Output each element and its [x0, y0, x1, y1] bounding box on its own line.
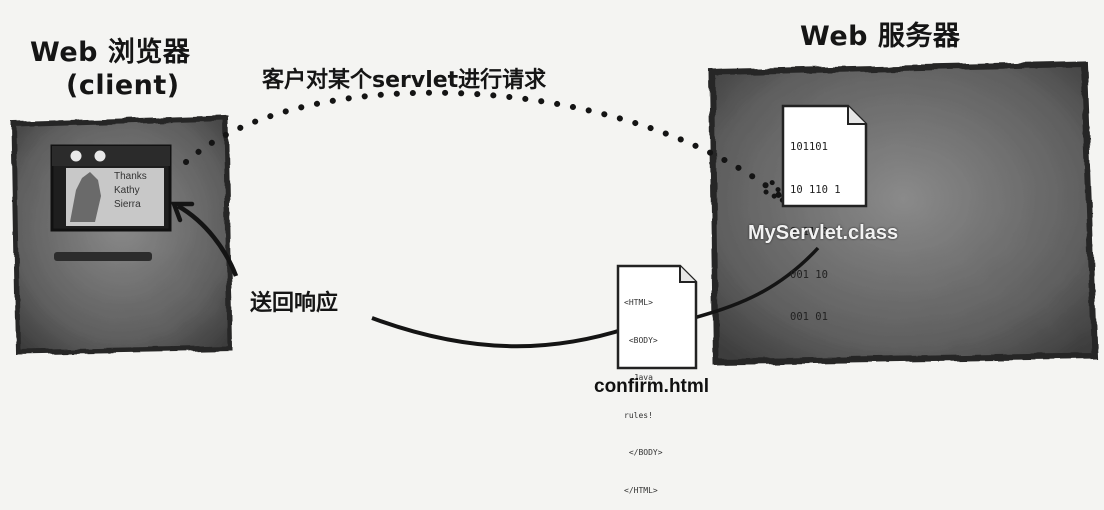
cat-image-icon — [70, 172, 101, 222]
html-line: <HTML> — [624, 298, 653, 307]
request-arrow — [183, 89, 783, 199]
bytecode-line: 10 110 1 — [790, 183, 841, 196]
response-arrow — [176, 204, 239, 277]
window-button-icon — [70, 150, 82, 162]
bytecode-line: 0 11 0 — [790, 226, 828, 239]
disk-slot — [54, 252, 152, 261]
screen-line: Sierra — [114, 199, 141, 210]
class-file-icon — [781, 104, 868, 208]
html-line: <BODY> — [624, 335, 658, 345]
html-file-icon — [616, 264, 698, 370]
client-computer — [11, 115, 233, 355]
screen-line: Kathy — [114, 185, 140, 196]
response-line — [371, 316, 629, 349]
html-line: </BODY> — [624, 448, 663, 457]
client-subtitle: (client) — [66, 70, 180, 101]
browser-page-text: Thanks Kathy Sierra — [114, 170, 147, 212]
window-button-icon — [94, 150, 106, 162]
html-line: rules! — [624, 410, 653, 420]
request-label: 客户对某个servlet进行请求 — [262, 68, 547, 93]
html-line: Java — [624, 373, 653, 382]
class-file-content: 101101 10 110 1 0 11 0 001 10 001 01 — [790, 112, 841, 339]
bytecode-line: 001 10 — [790, 268, 828, 281]
server-box — [708, 60, 1098, 366]
arrow-head-icon — [170, 201, 195, 223]
html-line: </HTML> — [624, 485, 658, 495]
diagram-graphics — [11, 60, 1098, 370]
server-title: Web 服务器 — [800, 21, 961, 52]
client-title: Web 浏览器 — [30, 37, 191, 68]
class-file-caption: MyServlet.class — [748, 222, 899, 244]
bytecode-line: 101101 — [790, 141, 828, 154]
html-file-caption: confirm.html — [594, 376, 710, 397]
response-label: 送回响应 — [250, 291, 339, 316]
bytecode-line: 001 01 — [790, 311, 828, 324]
screen-line: Thanks — [114, 171, 147, 182]
